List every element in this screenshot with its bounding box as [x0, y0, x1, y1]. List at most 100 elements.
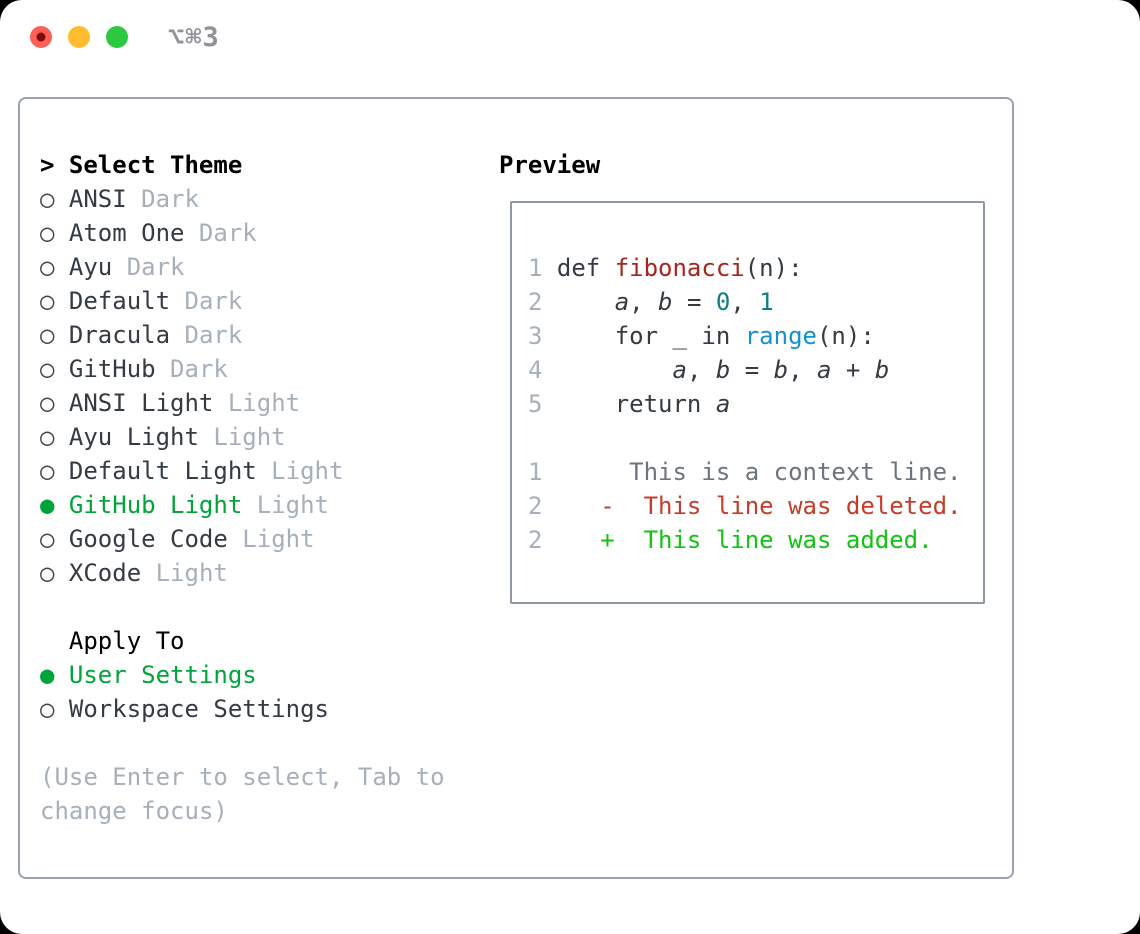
close-button[interactable]: [30, 26, 52, 48]
prompt-arrow-icon: >: [40, 151, 55, 179]
line-number: 1: [528, 458, 543, 486]
diff-sample: 1 This is a context line.2 - This line w…: [528, 455, 983, 557]
diff-line-deleted: 2 - This line was deleted.: [528, 489, 983, 523]
theme-option-google-code[interactable]: ○ Google Code Light: [40, 522, 485, 556]
window-shortcut-title: ⌥⌘3: [168, 21, 220, 53]
theme-variant: Dark: [112, 253, 185, 281]
theme-label: Default: [68, 287, 171, 315]
theme-label: Ayu Light: [68, 423, 199, 451]
code-token-variable: a: [672, 356, 687, 384]
titlebar: ⌥⌘3: [30, 22, 220, 53]
line-number: 5: [528, 390, 543, 418]
diff-text: - This line was deleted.: [556, 492, 962, 520]
theme-list: ○ANSI Dark○Atom One Dark○Ayu Dark○Defaul…: [40, 182, 485, 590]
theme-label: Atom One: [68, 219, 185, 247]
theme-variant: Dark: [126, 185, 199, 213]
apply-option-user-settings[interactable]: ● User Settings: [40, 658, 485, 692]
line-number: 2: [528, 492, 543, 520]
close-dot-icon: [36, 32, 46, 42]
theme-label: GitHub: [68, 355, 156, 383]
theme-option-atom-one[interactable]: ○Atom One Dark: [40, 216, 485, 250]
diff-text: This is a context line.: [556, 458, 962, 486]
code-token-variable: b: [715, 356, 731, 384]
theme-label: Dracula: [68, 321, 171, 349]
radio-unselected-icon: ○: [40, 253, 55, 281]
code-line: 4 a, b = b, a + b: [528, 353, 983, 387]
diff-line-added: 2 + This line was added.: [528, 523, 983, 557]
code-token-plain: ,: [686, 356, 716, 384]
theme-option-github[interactable]: ○ GitHub Dark: [40, 352, 485, 386]
code-token-number: 0: [715, 288, 731, 316]
theme-variant: Dark: [184, 219, 257, 247]
line-number: 3: [528, 322, 543, 350]
code-token-plain: ,: [629, 288, 659, 316]
spacer: [40, 590, 485, 624]
preview-title: Preview: [499, 151, 601, 179]
code-token-variable: b: [773, 356, 789, 384]
apply-to-header: Apply To: [68, 627, 185, 655]
minimize-button[interactable]: [68, 26, 90, 48]
code-token-plain: ,: [730, 288, 760, 316]
code-token-function: fibonacci: [614, 254, 745, 282]
theme-variant: Light: [256, 457, 344, 485]
theme-option-xcode[interactable]: ○XCode Light: [40, 556, 485, 590]
theme-option-github-light[interactable]: ●GitHub Light Light: [40, 488, 485, 522]
theme-variant: Light: [141, 559, 228, 587]
theme-label: ANSI: [68, 185, 127, 213]
code-token-plain: =: [672, 288, 716, 316]
theme-variant: Dark: [155, 355, 228, 383]
theme-picker-panel: >Select Theme ○ANSI Dark○Atom One Dark○A…: [18, 97, 1014, 879]
theme-label: Ayu: [68, 253, 113, 281]
radio-unselected-icon: ○: [40, 287, 55, 315]
apply-to-list: ● User Settings ○Workspace Settings: [40, 658, 485, 726]
theme-option-ansi[interactable]: ○ ANSI Dark: [40, 182, 485, 216]
select-theme-title: Select Theme: [68, 151, 243, 179]
code-token-plain: def: [556, 254, 615, 282]
code-token-plain: [557, 356, 673, 384]
radio-unselected-icon: ○: [40, 185, 55, 213]
code-token-plain: [557, 288, 615, 316]
radio-selected-icon: ●: [40, 491, 55, 519]
keyboard-hint: (Use Enter to select, Tab to change focu…: [40, 763, 460, 825]
code-token-plain: (n):: [816, 322, 875, 350]
code-line: 3 for _ in range(n):: [528, 319, 983, 353]
theme-option-default[interactable]: ○ Default Dark: [40, 284, 485, 318]
theme-option-dracula[interactable]: ○Dracula Dark: [40, 318, 485, 352]
radio-selected-icon: ●: [40, 661, 55, 689]
radio-unselected-icon: ○: [40, 559, 55, 587]
theme-variant: Dark: [170, 287, 243, 315]
radio-unselected-icon: ○: [40, 423, 55, 451]
code-token-plain: ,: [788, 356, 818, 384]
apply-option-workspace-settings[interactable]: ○Workspace Settings: [40, 692, 485, 726]
theme-variant: Light: [227, 525, 315, 553]
radio-unselected-icon: ○: [40, 389, 55, 417]
line-number: 4: [528, 356, 543, 384]
select-theme-header: > Select Theme: [40, 148, 485, 182]
code-token-variable: a: [715, 390, 731, 418]
diff-text: + This line was added.: [556, 526, 933, 554]
spacer: [40, 726, 485, 760]
radio-unselected-icon: ○: [40, 355, 55, 383]
code-token-number: 1: [759, 288, 774, 316]
theme-label: GitHub Light: [68, 491, 243, 519]
code-token-plain: return: [556, 390, 716, 418]
theme-option-ansi-light[interactable]: ○ANSI Light Light: [40, 386, 485, 420]
apply-option-label: Workspace Settings: [68, 695, 329, 723]
theme-option-default-light[interactable]: ○Default Light Light: [40, 454, 485, 488]
theme-option-ayu[interactable]: ○ Ayu Dark: [40, 250, 485, 284]
zoom-button[interactable]: [106, 26, 128, 48]
line-number: 1: [528, 254, 543, 282]
line-number: 2: [528, 526, 543, 554]
theme-label: ANSI Light: [68, 389, 214, 417]
code-line: 2 a, b = 0, 1: [528, 285, 983, 319]
diff-line-context: 1 This is a context line.: [528, 455, 983, 489]
code-token-plain: for _ in: [556, 322, 745, 350]
apply-option-label: User Settings: [68, 661, 257, 689]
theme-option-ayu-light[interactable]: ○Ayu Light Light: [40, 420, 485, 454]
theme-variant: Dark: [170, 321, 243, 349]
radio-unselected-icon: ○: [40, 525, 55, 553]
theme-label: Google Code: [68, 525, 228, 553]
